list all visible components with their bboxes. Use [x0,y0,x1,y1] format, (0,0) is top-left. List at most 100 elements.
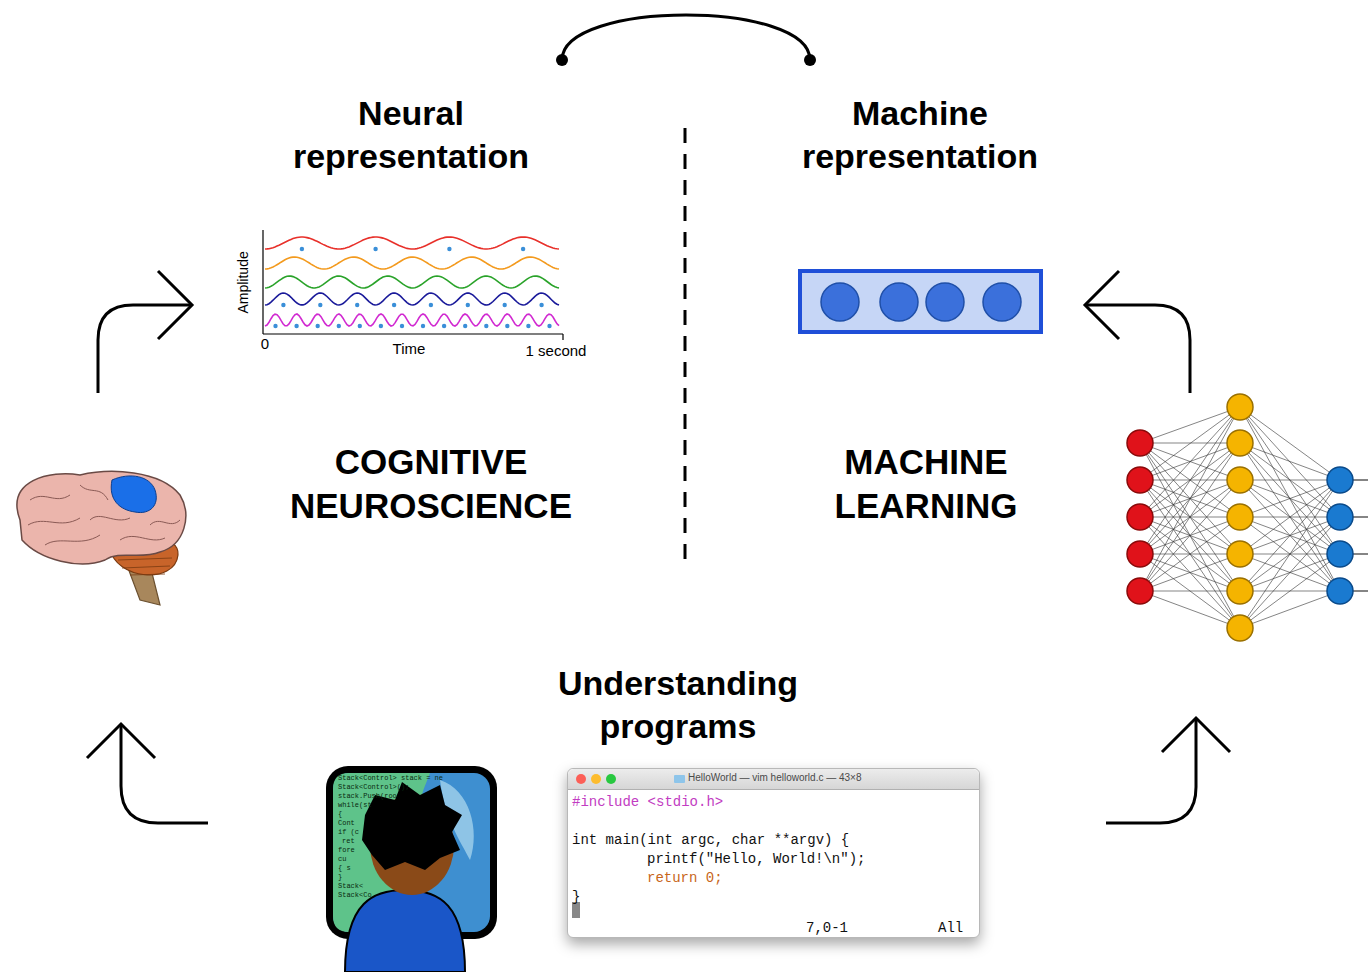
field-heading: COGNITIVE NEUROSCIENCE [266,440,596,529]
arc-dot [556,54,568,66]
screen-code: fore [338,847,355,854]
net-edge [1140,517,1240,628]
arc-dot [804,54,816,66]
screen-code: ret [342,838,355,845]
wave-dot [281,303,285,307]
net-edge [1240,443,1340,591]
window-title: HelloWorld — vim helloworld.c — 43×8 [688,772,862,783]
net-unit [1327,541,1353,567]
field-heading: MACHINE LEARNING [796,440,1056,529]
wave [265,314,559,326]
wave-dot [400,324,404,328]
tick-label: 0 [261,335,269,353]
cycle-arrows [87,271,1230,823]
wave-dot [526,324,530,328]
net-edge [1240,480,1340,517]
window-button [576,774,586,784]
net-edge [1140,407,1240,443]
net-edge [1140,480,1240,591]
programmer [326,766,497,972]
wave-dot [421,324,425,328]
net-edge [1140,554,1240,591]
wave [265,237,559,249]
status-scroll: All [938,921,963,936]
wave-dot [503,303,507,307]
net-edge [1140,591,1240,592]
wave [265,276,559,288]
brain [17,472,186,605]
net-unit [1127,504,1153,530]
code-line: #include <stdio.h> [572,795,723,810]
screen-code: Stack<Control>(); [338,784,409,791]
wave-dot [355,303,359,307]
wave-plot [263,230,563,340]
net-edge [1140,407,1240,517]
wave [265,257,559,269]
wave-dot [521,247,525,251]
net-unit [1327,467,1353,493]
net-edge [1240,480,1340,517]
wave-dot [273,324,277,328]
net-edge [1140,443,1240,480]
net-unit [1227,615,1253,641]
divider [684,128,687,566]
code-line: printf("Hello, World!\n"); [647,852,865,867]
wave-dot [539,303,543,307]
net-unit [1327,578,1353,604]
code-line: } [572,890,580,905]
net-edge [1140,407,1240,480]
vector-box [800,271,1041,332]
wave-dot [442,324,446,328]
net-unit [1127,430,1153,456]
wave-dot [484,324,488,328]
net-unit [1227,541,1253,567]
screen-code: stack.Push(roo [338,793,397,800]
net-edge [1240,480,1340,628]
net-edge [1140,591,1240,628]
wave-dot [316,324,320,328]
screen-code: Cont [338,820,355,827]
net-edge [1240,443,1340,554]
net-edge [1140,407,1240,591]
wave-dot [505,324,509,328]
net-unit [1327,504,1353,530]
wave [265,293,559,305]
net-unit [1227,430,1253,456]
net-edge [1240,591,1340,628]
screen-code: Stack<Co [338,892,372,899]
wave-dot [373,247,377,251]
net-edge [1240,480,1340,554]
wave-dot [466,303,470,307]
net-edge [1240,517,1340,628]
wave-dot [379,324,383,328]
net-edge [1240,480,1340,554]
wave-dot [318,303,322,307]
window-button [591,774,601,784]
net-unit [1127,541,1153,567]
wave-dot [547,324,551,328]
screen-code: cu [338,856,346,863]
net-edge [1140,407,1240,554]
wave-dot [447,247,451,251]
link-arc [562,15,810,60]
net-unit [1227,467,1253,493]
code-line: return 0; [647,871,723,886]
screen-code: { [338,811,342,818]
wave-dot [392,303,396,307]
net-edge [1240,407,1340,517]
folder-icon [674,775,685,783]
code-window: HelloWorld — vim helloworld.c — 43×8 #inc… [567,768,980,938]
net-edge [1140,554,1240,591]
screen-code: Stack<Control> stack = ne [338,775,443,782]
wave-dot [300,247,304,251]
net-edge [1140,443,1240,591]
wave-dot [463,324,467,328]
net-edge [1240,407,1340,591]
section-heading: Machine representation [770,92,1070,178]
neural-network [1127,394,1368,641]
tick-label: 1 second [526,342,587,360]
section-heading: Understanding programs [528,662,828,748]
screen-code: if (c [338,829,359,836]
net-edge [1240,443,1340,517]
net-edge [1240,480,1340,481]
